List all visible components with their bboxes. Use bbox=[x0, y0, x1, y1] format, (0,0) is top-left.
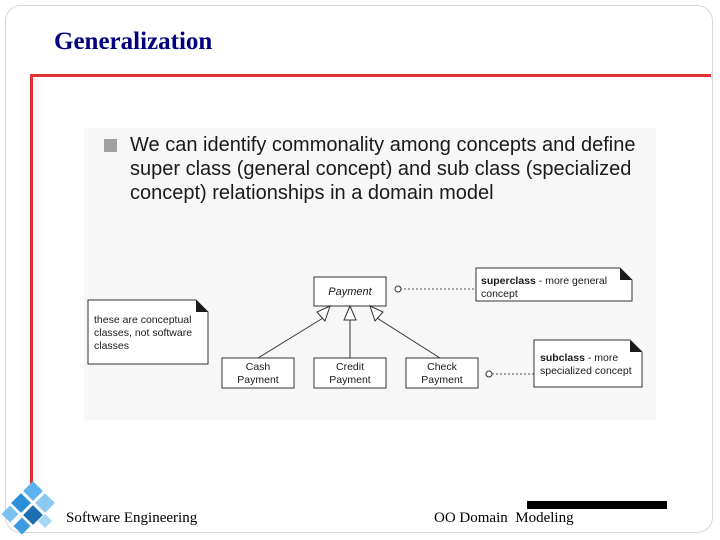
subclass-box-check: Check Payment bbox=[406, 358, 478, 388]
subclass-cash-line1: Cash bbox=[246, 361, 271, 373]
footer-course: Software Engineering bbox=[66, 510, 197, 527]
subclass-credit-line1: Credit bbox=[336, 361, 364, 373]
note-superclass-line1: superclass - more general bbox=[481, 275, 607, 287]
superclass-box: Payment bbox=[314, 277, 386, 306]
subclass-check-line2: Payment bbox=[421, 374, 463, 386]
footer-topic: OO Domain Modeling bbox=[434, 510, 574, 527]
note-subclass-line2: specialized concept bbox=[540, 365, 632, 377]
subclass-box-cash: Cash Payment bbox=[222, 358, 294, 388]
subclass-cash-line2: Payment bbox=[237, 374, 279, 386]
arrowhead-cash bbox=[317, 306, 330, 321]
subclass-box-credit: Credit Payment bbox=[314, 358, 386, 388]
note-conceptual-line2: classes, not software bbox=[94, 327, 192, 339]
anchor-circle-icon bbox=[395, 286, 401, 292]
note-conceptual-line1: these are conceptual bbox=[94, 314, 191, 326]
note-conceptual-line3: classes bbox=[94, 340, 129, 352]
diamond-logo-icon bbox=[0, 476, 70, 540]
footer-bar bbox=[527, 501, 667, 509]
note-subclass: subclass - more specialized concept bbox=[486, 340, 642, 387]
note-superclass: superclass - more general concept bbox=[395, 268, 632, 301]
subclass-check-line1: Check bbox=[427, 361, 458, 373]
arrowhead-check bbox=[370, 306, 383, 321]
note-superclass-line2: concept bbox=[481, 288, 518, 300]
arrowhead-credit bbox=[344, 306, 356, 320]
note-subclass-line1: subclass - more bbox=[540, 352, 618, 364]
subclass-credit-line2: Payment bbox=[329, 374, 371, 386]
anchor-circle-icon bbox=[486, 371, 492, 377]
superclass-label: Payment bbox=[328, 286, 372, 298]
generalization-arrows bbox=[258, 306, 440, 358]
note-conceptual: these are conceptual classes, not softwa… bbox=[88, 300, 208, 364]
